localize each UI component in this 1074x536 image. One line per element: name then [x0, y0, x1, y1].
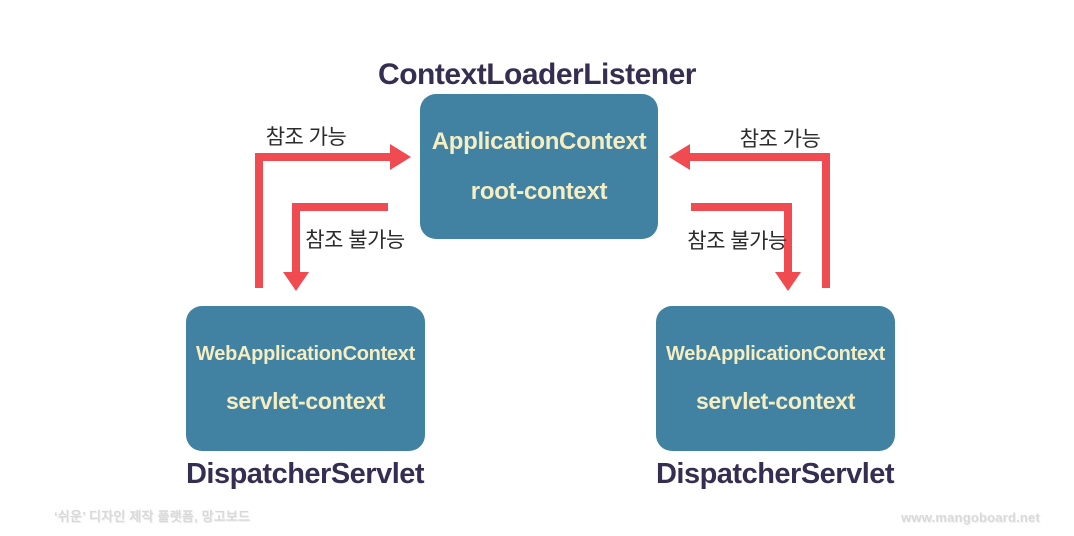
servlet-context-box-right: WebApplicationContext servlet-context: [656, 306, 895, 451]
dispatcher-servlet-caption-left: DispatcherServlet: [185, 458, 425, 490]
servlet-context-box-left: WebApplicationContext servlet-context: [186, 306, 425, 451]
dispatcher-servlet-caption-right: DispatcherServlet: [655, 458, 895, 490]
arrow-label-right-possible: 참조 가능: [739, 128, 821, 151]
servlet-left-class-label: WebApplicationContext: [196, 342, 415, 365]
arrow-label-left-possible: 참조 가능: [265, 126, 347, 149]
root-box-class-label: ApplicationContext: [431, 127, 647, 155]
context-loader-listener-title: ContextLoaderListener: [378, 58, 696, 91]
servlet-right-class-label: WebApplicationContext: [666, 342, 885, 365]
arrow-label-right-impossible: 참조 불가능: [687, 230, 787, 253]
servlet-left-context-label: servlet-context: [225, 387, 386, 414]
root-context-box: ApplicationContext root-context: [420, 94, 658, 239]
mangoboard-watermark-url: www.mangoboard.net: [901, 510, 1040, 525]
mangoboard-watermark-text: ‘쉬운’ 디자인 제작 플랫폼, 망고보드: [54, 509, 251, 524]
arrow-left-reference-possible: [255, 144, 411, 288]
servlet-right-context-label: servlet-context: [695, 387, 856, 414]
arrow-label-left-impossible: 참조 불가능: [305, 229, 405, 252]
root-box-context-label: root-context: [470, 177, 608, 205]
arrow-right-reference-possible: [669, 144, 830, 288]
